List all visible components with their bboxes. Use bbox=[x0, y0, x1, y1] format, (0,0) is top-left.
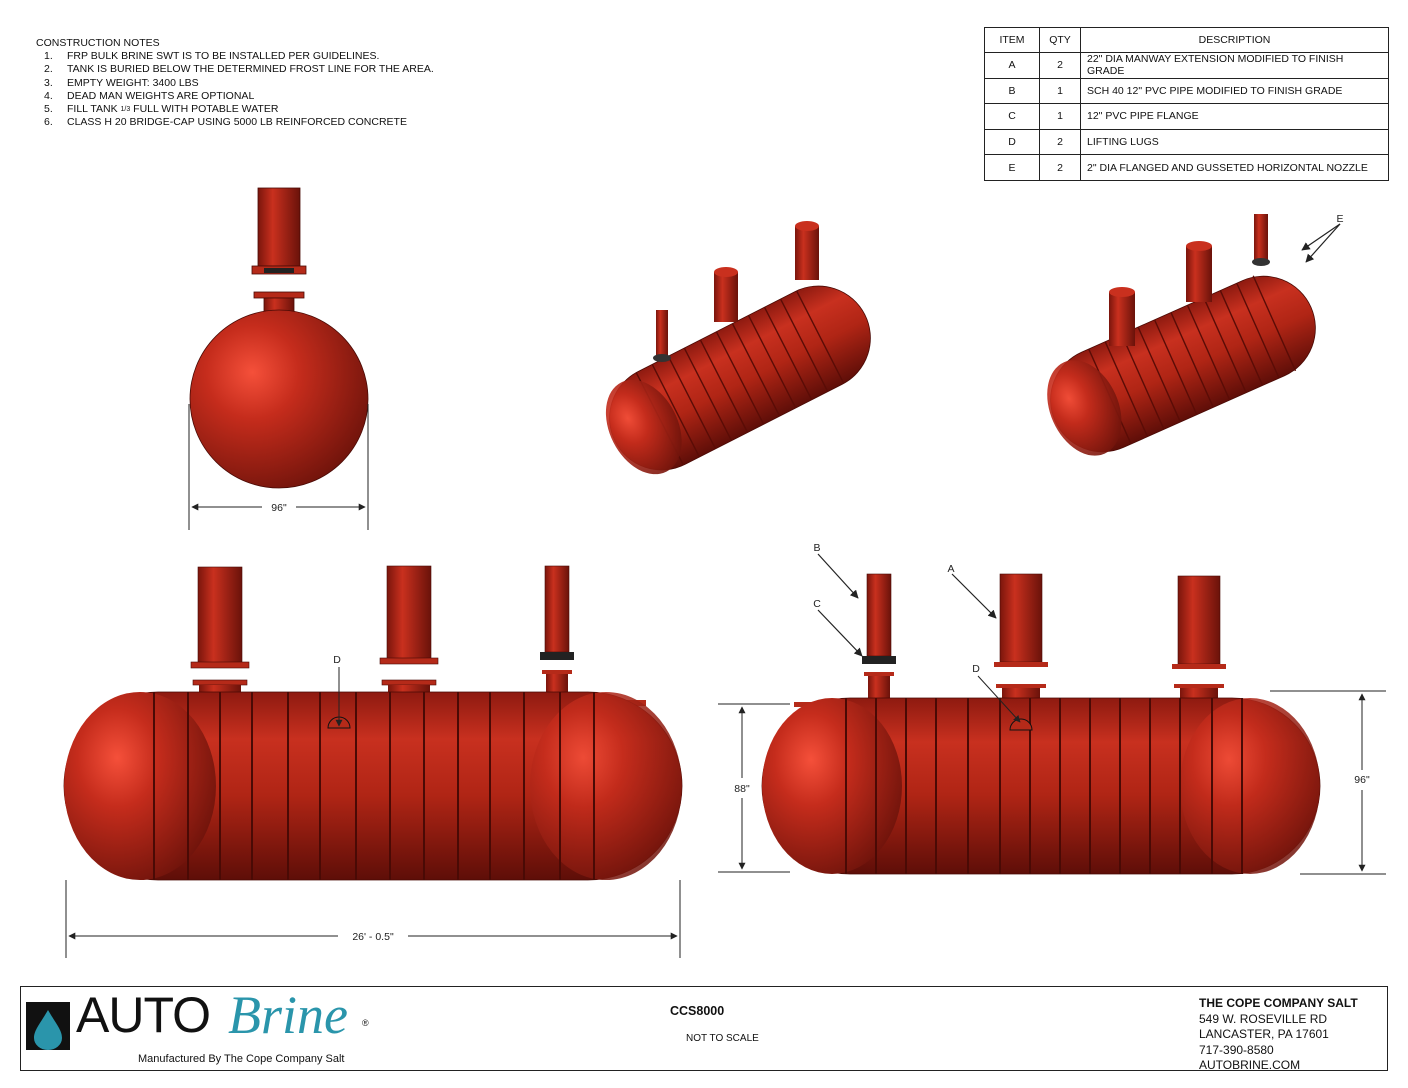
scale-note: NOT TO SCALE bbox=[686, 1033, 759, 1044]
callout-b: B bbox=[813, 542, 820, 554]
fraction: 1/3 bbox=[120, 106, 131, 114]
ribs bbox=[153, 692, 595, 880]
header-description: DESCRIPTION bbox=[1080, 27, 1389, 53]
droplet-icon bbox=[26, 1002, 70, 1050]
side-view-right: D B C A 88" 96" bbox=[718, 542, 1386, 875]
note-item: 1.FRP BULK BRINE SWT IS TO BE INSTALLED … bbox=[44, 50, 380, 63]
dim-end-width: 96" bbox=[271, 502, 287, 514]
address-line-1: 549 W. ROSEVILLE RD bbox=[1199, 1011, 1328, 1026]
notes-title: CONSTRUCTION NOTES bbox=[36, 37, 160, 49]
end-view: 96" bbox=[188, 187, 369, 530]
company-name: THE COPE COMPANY SALT bbox=[1199, 996, 1358, 1010]
phone: 717-390-8580 bbox=[1199, 1042, 1274, 1057]
dim-overall-height: 96" bbox=[1354, 774, 1370, 786]
construction-notes: CONSTRUCTION NOTES 1.FRP BULK BRINE SWT … bbox=[36, 37, 434, 129]
note-item: 3.EMPTY WEIGHT: 3400 LBS bbox=[44, 76, 199, 89]
callout-c: C bbox=[813, 598, 821, 610]
address-line-2: LANCASTER, PA 17601 bbox=[1199, 1027, 1329, 1042]
title-block bbox=[20, 986, 1388, 1071]
notes-list: 1.FRP BULK BRINE SWT IS TO BE INSTALLED … bbox=[36, 50, 434, 129]
logo-auto: AUTO bbox=[76, 987, 211, 1043]
logo-brine: Brine bbox=[228, 985, 348, 1045]
logo-registered: ® bbox=[362, 1018, 369, 1028]
manufactured-by: Manufactured By The Cope Company Salt bbox=[138, 1053, 345, 1065]
note-item: 6.CLASS H 20 BRIDGE-CAP USING 5000 LB RE… bbox=[44, 116, 407, 129]
iso-view-right: E bbox=[1047, 213, 1344, 456]
dim-body-height: 88" bbox=[734, 783, 750, 795]
side-view-left: D 26' - 0.5" bbox=[63, 565, 683, 958]
callout-e: E bbox=[1336, 213, 1343, 225]
note-item: 2.TANK IS BURIED BELOW THE DETERMINED FR… bbox=[44, 63, 434, 76]
table-header: ITEM QTY DESCRIPTION bbox=[984, 27, 1389, 53]
dim-overall-length: 26' - 0.5" bbox=[352, 931, 394, 943]
note-item: 5.FILL TANK 1/3 FULL WITH POTABLE WATER bbox=[44, 103, 279, 116]
iso-view-left bbox=[605, 221, 871, 475]
website: AUTOBRINE.COM bbox=[1199, 1058, 1301, 1073]
callout-d-right: D bbox=[972, 663, 980, 675]
ribs bbox=[635, 290, 845, 466]
note-item: 4.DEAD MAN WEIGHTS ARE OPTIONAL bbox=[44, 89, 255, 102]
callout-d-left: D bbox=[333, 654, 341, 666]
callout-a: A bbox=[947, 563, 954, 575]
company-info: THE COPE COMPANY SALT 549 W. ROSEVILLE R… bbox=[1199, 996, 1358, 1074]
autobrine-logo: AUTO Brine ® Manufactured By The Cope Co… bbox=[20, 985, 380, 1070]
drawing-number: CCS8000 bbox=[670, 1004, 725, 1018]
